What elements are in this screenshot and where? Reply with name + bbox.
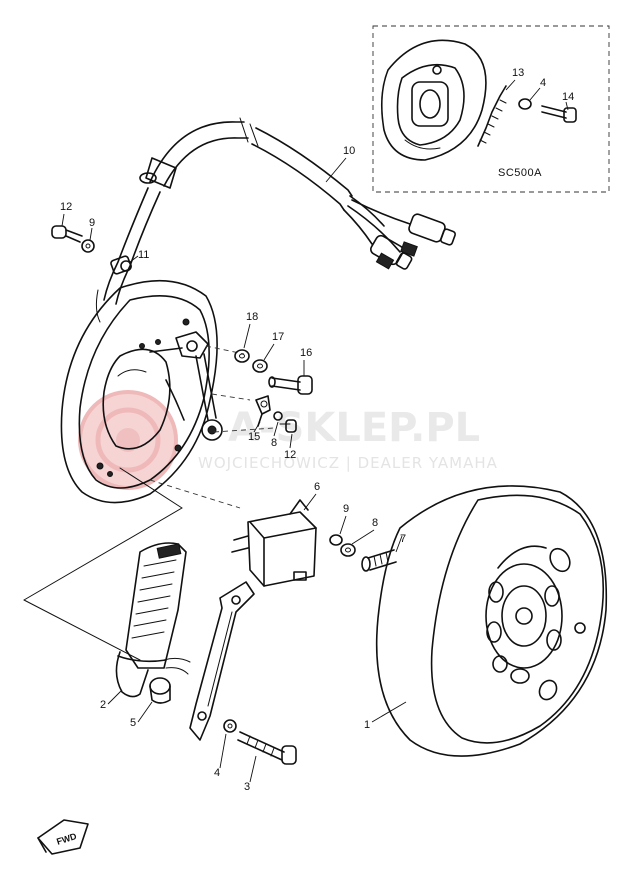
callout-4-inset: 4 [540, 77, 546, 89]
forward-label: FWD [55, 831, 78, 847]
callout-12-center: 12 [284, 449, 296, 461]
forward-arrow: FWD [37, 819, 89, 855]
callout-16: 16 [300, 347, 312, 359]
clamp-assembly: 11 12 9 [51, 201, 149, 275]
contact-breaker [149, 331, 223, 441]
callout-6: 6 [314, 481, 320, 493]
callout-10: 10 [343, 145, 355, 157]
callout-9-left: 9 [89, 217, 95, 229]
inset-sc500a: 13 4 14 SC500A [372, 25, 610, 193]
inset-frame [372, 25, 610, 193]
callout-18: 18 [246, 311, 258, 323]
callout-12-left: 12 [60, 201, 72, 213]
flywheel-rotor: 1 [364, 485, 608, 757]
assembly-guides [23, 345, 275, 661]
fastener-set-center: 15 8 12 [248, 395, 297, 461]
callout-11: 11 [138, 249, 149, 261]
inset-washer [518, 98, 532, 110]
bolt-and-washer: 4 3 [214, 719, 297, 793]
callout-15: 15 [248, 431, 260, 443]
fastener-set-right: 9 8 7 [329, 503, 406, 572]
callout-2: 2 [100, 699, 106, 711]
callout-13: 13 [512, 67, 524, 79]
callout-14: 14 [562, 91, 574, 103]
callout-5: 5 [130, 717, 136, 729]
callout-9-right: 9 [343, 503, 349, 515]
callout-4-lower: 4 [214, 767, 220, 779]
inset-label: SC500A [498, 167, 542, 179]
watermark-sub-text: WOJCIECHOWICZ | DEALER YAMAHA [198, 454, 498, 472]
callout-3: 3 [244, 781, 250, 793]
source-coil: 2 [100, 542, 191, 711]
callout-7: 7 [400, 533, 406, 545]
callout-8-right: 8 [372, 517, 378, 529]
callout-17: 17 [272, 331, 284, 343]
fastener-set-upper: 18 17 16 [234, 311, 313, 395]
inset-screw [541, 105, 567, 119]
bracket-plate [189, 581, 255, 741]
callout-1: 1 [364, 719, 370, 731]
condenser-unit: 6 [231, 481, 320, 587]
wire-harness: 10 [95, 117, 456, 323]
watermark: A-SKLEP.PL WOJCIECHOWICZ | DEALER YAMAHA [78, 390, 498, 490]
inset-spring [477, 85, 507, 147]
spacer-collar: 5 [130, 677, 171, 729]
callout-8-center: 8 [271, 437, 277, 449]
inset-base-plate [380, 39, 487, 161]
